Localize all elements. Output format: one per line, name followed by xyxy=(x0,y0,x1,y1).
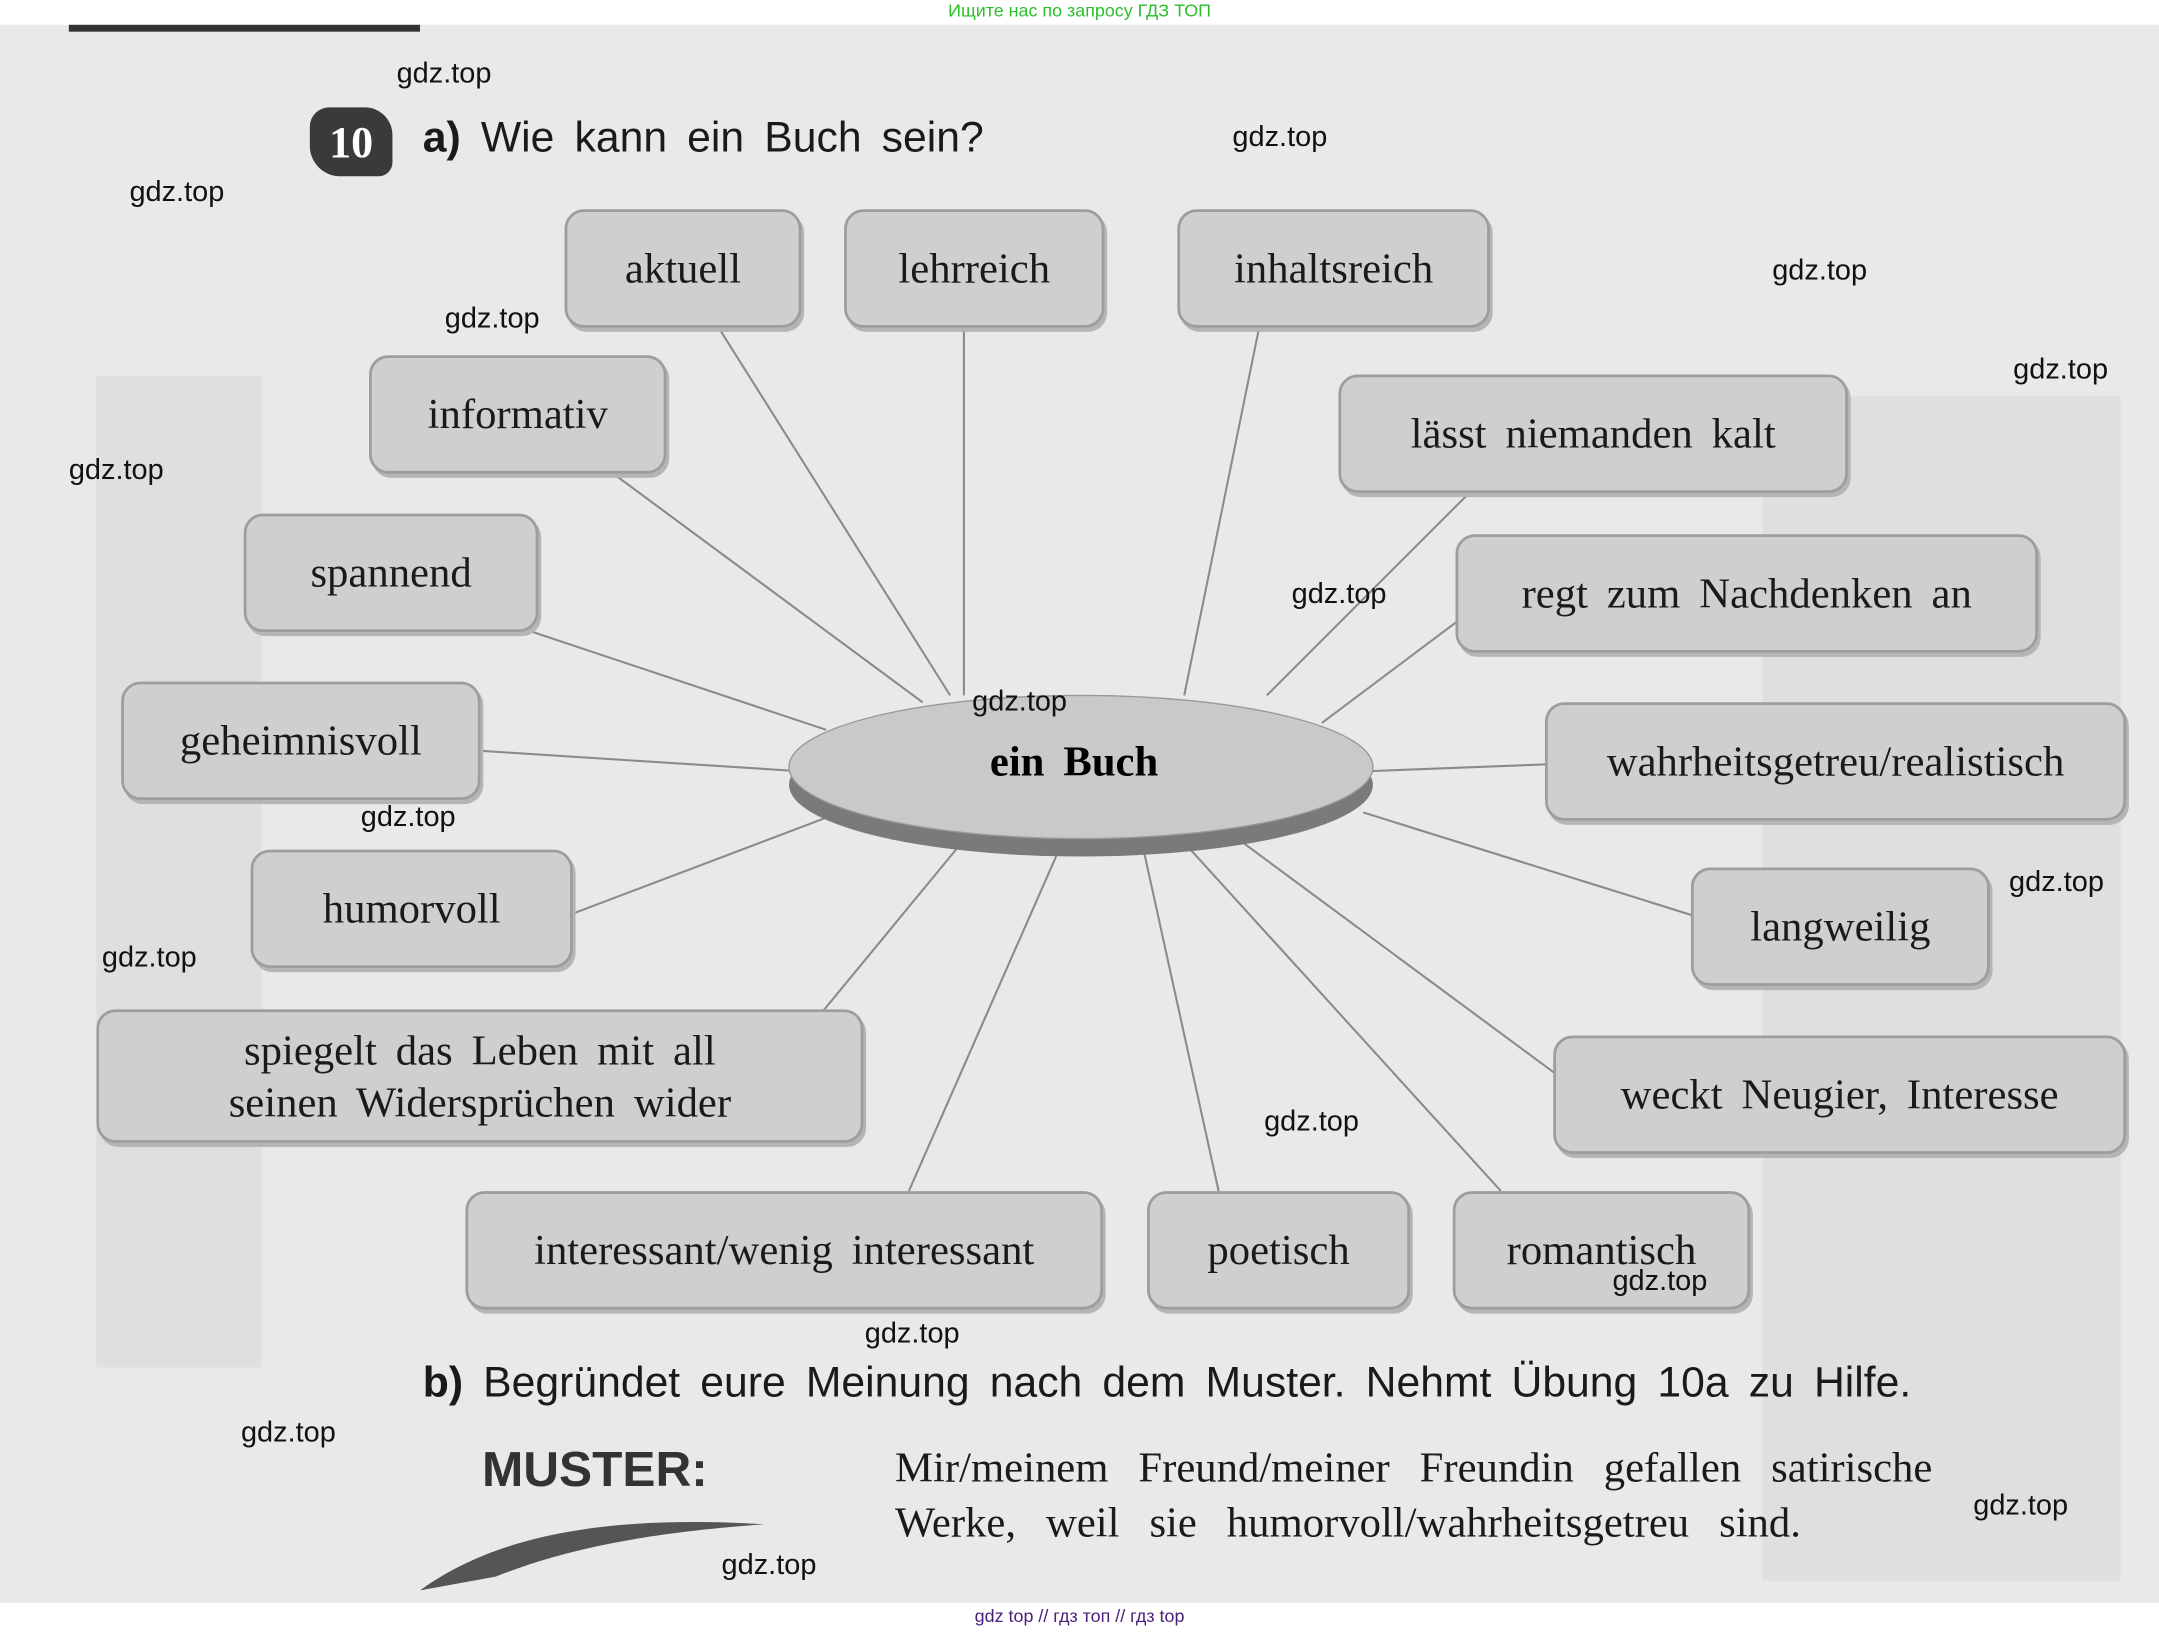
watermark: gdz.top xyxy=(1264,1105,1359,1138)
center-label: ein Buch xyxy=(989,736,1159,785)
word-box: inhaltsreich xyxy=(1177,209,1490,328)
brush-stroke-decoration xyxy=(419,1522,765,1591)
header-bar xyxy=(68,24,420,32)
search-banner: Ищите нас по запросу ГДЗ ТОП xyxy=(0,0,2159,25)
watermark: gdz.top xyxy=(2013,353,2109,386)
part-a-label: a) xyxy=(422,112,461,162)
muster-line-2: Werke, weil sie humorvoll/wahrheitsgetre… xyxy=(895,1498,1801,1547)
watermark: gdz.top xyxy=(1973,1489,2069,1522)
muster-line-1: Mir/meinem Freund/meiner Freundin gefall… xyxy=(895,1443,1933,1492)
watermark: gdz.top xyxy=(2009,866,2104,898)
watermark: gdz.top xyxy=(721,1549,817,1581)
watermark: gdz.top xyxy=(68,454,164,487)
word-box: geheimnisvoll xyxy=(121,681,481,801)
watermark: gdz.top xyxy=(1291,578,1387,611)
watermark: gdz.top xyxy=(444,302,540,335)
word-box: langweilig xyxy=(1690,867,1990,986)
watermark: gdz.top xyxy=(360,801,456,834)
part-a-question: Wie kann ein Buch sein? xyxy=(480,112,984,162)
word-box: weckt Neugier, Interesse xyxy=(1553,1035,2127,1154)
watermark: gdz.top xyxy=(972,685,1068,718)
footer-banner: gdz top // гдз топ // гдз top xyxy=(0,1602,2159,1633)
word-box: informativ xyxy=(369,355,667,474)
watermark: gdz.top xyxy=(240,1416,336,1449)
word-box: humorvoll xyxy=(250,849,573,969)
watermark: gdz.top xyxy=(101,941,197,974)
watermark: gdz.top xyxy=(1232,121,1328,153)
exercise-number: 10 xyxy=(309,107,393,177)
word-box: interessant/wenig interessant xyxy=(465,1191,1103,1310)
word-box: wahrheitsgetreu/realistisch xyxy=(1544,702,2127,821)
part-b-label: b) xyxy=(422,1357,464,1406)
background-picture-left xyxy=(96,375,262,1368)
muster-label: MUSTER: xyxy=(481,1440,708,1497)
word-box: romantisch xyxy=(1452,1191,1751,1310)
word-box: aktuell xyxy=(564,209,802,328)
watermark: gdz.top xyxy=(129,176,225,208)
word-box: lässt niemanden kalt xyxy=(1338,374,1848,493)
word-box: lehrreich xyxy=(844,209,1105,328)
word-box: regt zum Nachdenken an xyxy=(1455,534,2038,653)
watermark: gdz.top xyxy=(396,57,492,90)
word-box: poetisch xyxy=(1147,1191,1411,1310)
word-box: spannend xyxy=(243,513,539,633)
watermark: gdz.top xyxy=(864,1317,960,1350)
watermark: gdz.top xyxy=(1612,1265,1708,1298)
word-box: spiegelt das Leben mit all seinen Widers… xyxy=(96,1009,864,1143)
watermark: gdz.top xyxy=(1772,254,1868,287)
part-b-instruction: Begründet eure Meinung nach dem Muster. … xyxy=(483,1357,1912,1406)
center-ellipse xyxy=(788,694,1374,840)
